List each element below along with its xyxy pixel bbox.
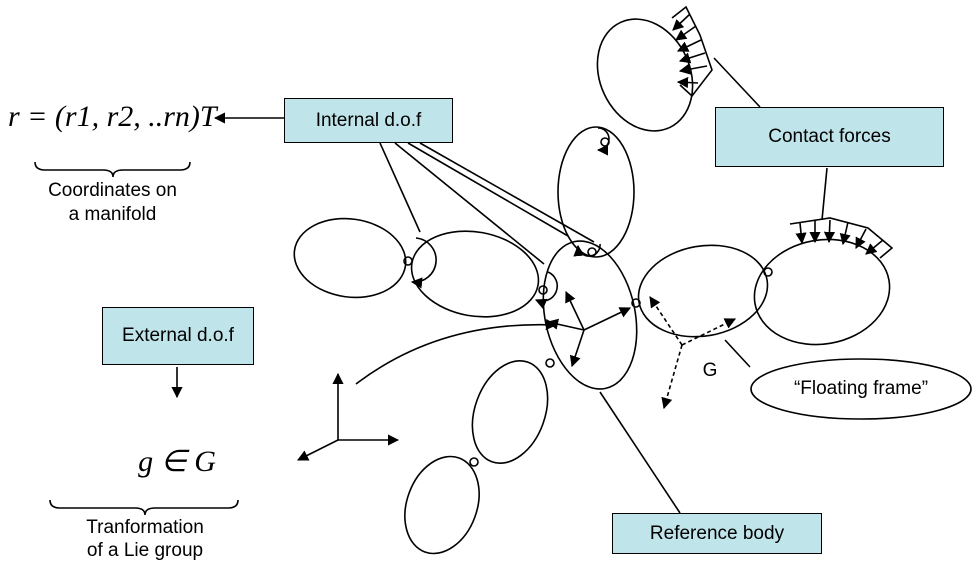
leader-internal-3 bbox=[407, 142, 569, 237]
reference-body-ellipse bbox=[542, 240, 638, 390]
contact-force-arrows-right bbox=[795, 219, 884, 255]
leader-floating-frame bbox=[724, 339, 751, 368]
joint bbox=[631, 298, 641, 308]
body-upper-middle bbox=[557, 126, 635, 258]
contact-forces-box: Contact forces bbox=[715, 107, 944, 167]
floating-frame-oval bbox=[750, 358, 972, 420]
leader-internal-2 bbox=[394, 142, 545, 265]
joint bbox=[763, 267, 773, 277]
body-far-right bbox=[753, 238, 891, 346]
internal-dof-box: Internal d.o.f bbox=[284, 98, 453, 143]
r-expression: r = (r1, r2, ..rn)T bbox=[8, 100, 217, 133]
leader-contact-right bbox=[821, 167, 828, 221]
external-dof-curve bbox=[355, 318, 558, 385]
g-expression: g ∈ G bbox=[138, 445, 216, 478]
rotation-arrow bbox=[573, 243, 601, 257]
transformation-caption-line1: Tranformation bbox=[86, 517, 204, 538]
joint bbox=[538, 285, 548, 295]
brace-coordinates bbox=[34, 161, 191, 178]
contact-force-outline-right bbox=[789, 217, 894, 259]
rotation-arrow bbox=[596, 127, 610, 156]
joint bbox=[403, 256, 413, 266]
contact-force-arrows-top bbox=[672, 13, 708, 89]
floating-frame-axes bbox=[649, 296, 737, 410]
brace-transformation bbox=[49, 499, 239, 516]
joint bbox=[545, 358, 555, 368]
leader-internal-4 bbox=[419, 142, 595, 243]
floating-frame-label: “Floating frame” bbox=[793, 378, 929, 399]
contact-force-outline-top bbox=[671, 5, 713, 98]
reference-frame-axes bbox=[546, 290, 632, 368]
body-left bbox=[410, 230, 540, 318]
leader-reference-body bbox=[599, 391, 681, 514]
group-g-label: G bbox=[702, 360, 718, 381]
body-lower bbox=[471, 359, 549, 465]
transformation-caption-line2: of a Lie group bbox=[86, 540, 204, 561]
body-bottom bbox=[404, 455, 480, 555]
body-right bbox=[637, 244, 769, 338]
joint bbox=[469, 457, 479, 467]
body-top bbox=[596, 18, 694, 132]
rotation-arrow bbox=[410, 237, 437, 289]
external-dof-box: External d.o.f bbox=[102, 307, 254, 365]
reference-body-box: Reference body bbox=[612, 513, 822, 554]
body-far-left bbox=[293, 217, 407, 299]
rotation-arrow bbox=[534, 271, 558, 310]
leader-internal-1 bbox=[379, 142, 421, 233]
coordinates-caption-line2: a manifold bbox=[68, 204, 157, 225]
coordinates-caption-line1: Coordinates on bbox=[48, 180, 177, 201]
inertial-axes bbox=[296, 372, 400, 461]
leader-contact-top bbox=[713, 57, 761, 108]
